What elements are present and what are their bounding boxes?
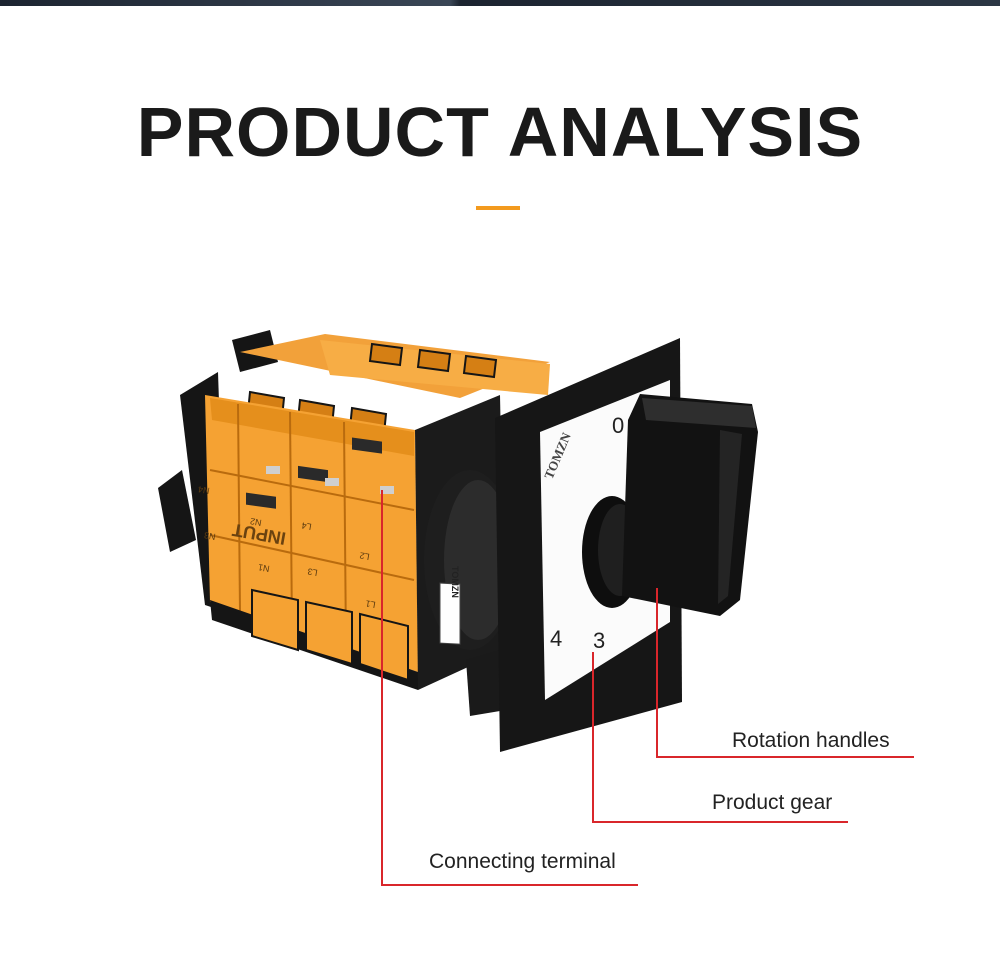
- dial-position-3: 3: [593, 628, 605, 653]
- terminal-marking-n1: N1: [257, 562, 270, 574]
- callout-product-gear: Product gear: [712, 791, 833, 814]
- callout-rotation-handles: Rotation handles: [732, 729, 890, 752]
- terminal-marking-n4: N4: [197, 484, 210, 496]
- dial-position-0: 0: [612, 413, 624, 438]
- callout-line-product-gear: [592, 652, 848, 823]
- terminal-marking-l1: L1: [365, 598, 377, 610]
- terminal-marking-l4: L4: [301, 520, 313, 532]
- terminal-marking-n3: N3: [203, 530, 216, 542]
- rotation-handle: [622, 394, 758, 616]
- top-decorative-bar: [0, 0, 1000, 6]
- gear-brand-mark: TOMZN: [450, 566, 460, 598]
- callout-line-connecting-terminal: [381, 490, 638, 886]
- side-mounting-tab: [158, 470, 196, 552]
- dial-position-4: 4: [550, 626, 562, 651]
- callout-line-rotation-handles: [656, 588, 914, 758]
- terminal-marking-l2: L2: [359, 550, 371, 562]
- terminal-marking-n2: N2: [249, 516, 262, 528]
- title-accent-underline: [476, 206, 520, 210]
- callout-connecting-terminal: Connecting terminal: [429, 850, 616, 873]
- terminal-marking-l3: L3: [307, 566, 319, 578]
- gear-label-sticker: [439, 582, 461, 645]
- page-title: PRODUCT ANALYSIS: [136, 93, 864, 171]
